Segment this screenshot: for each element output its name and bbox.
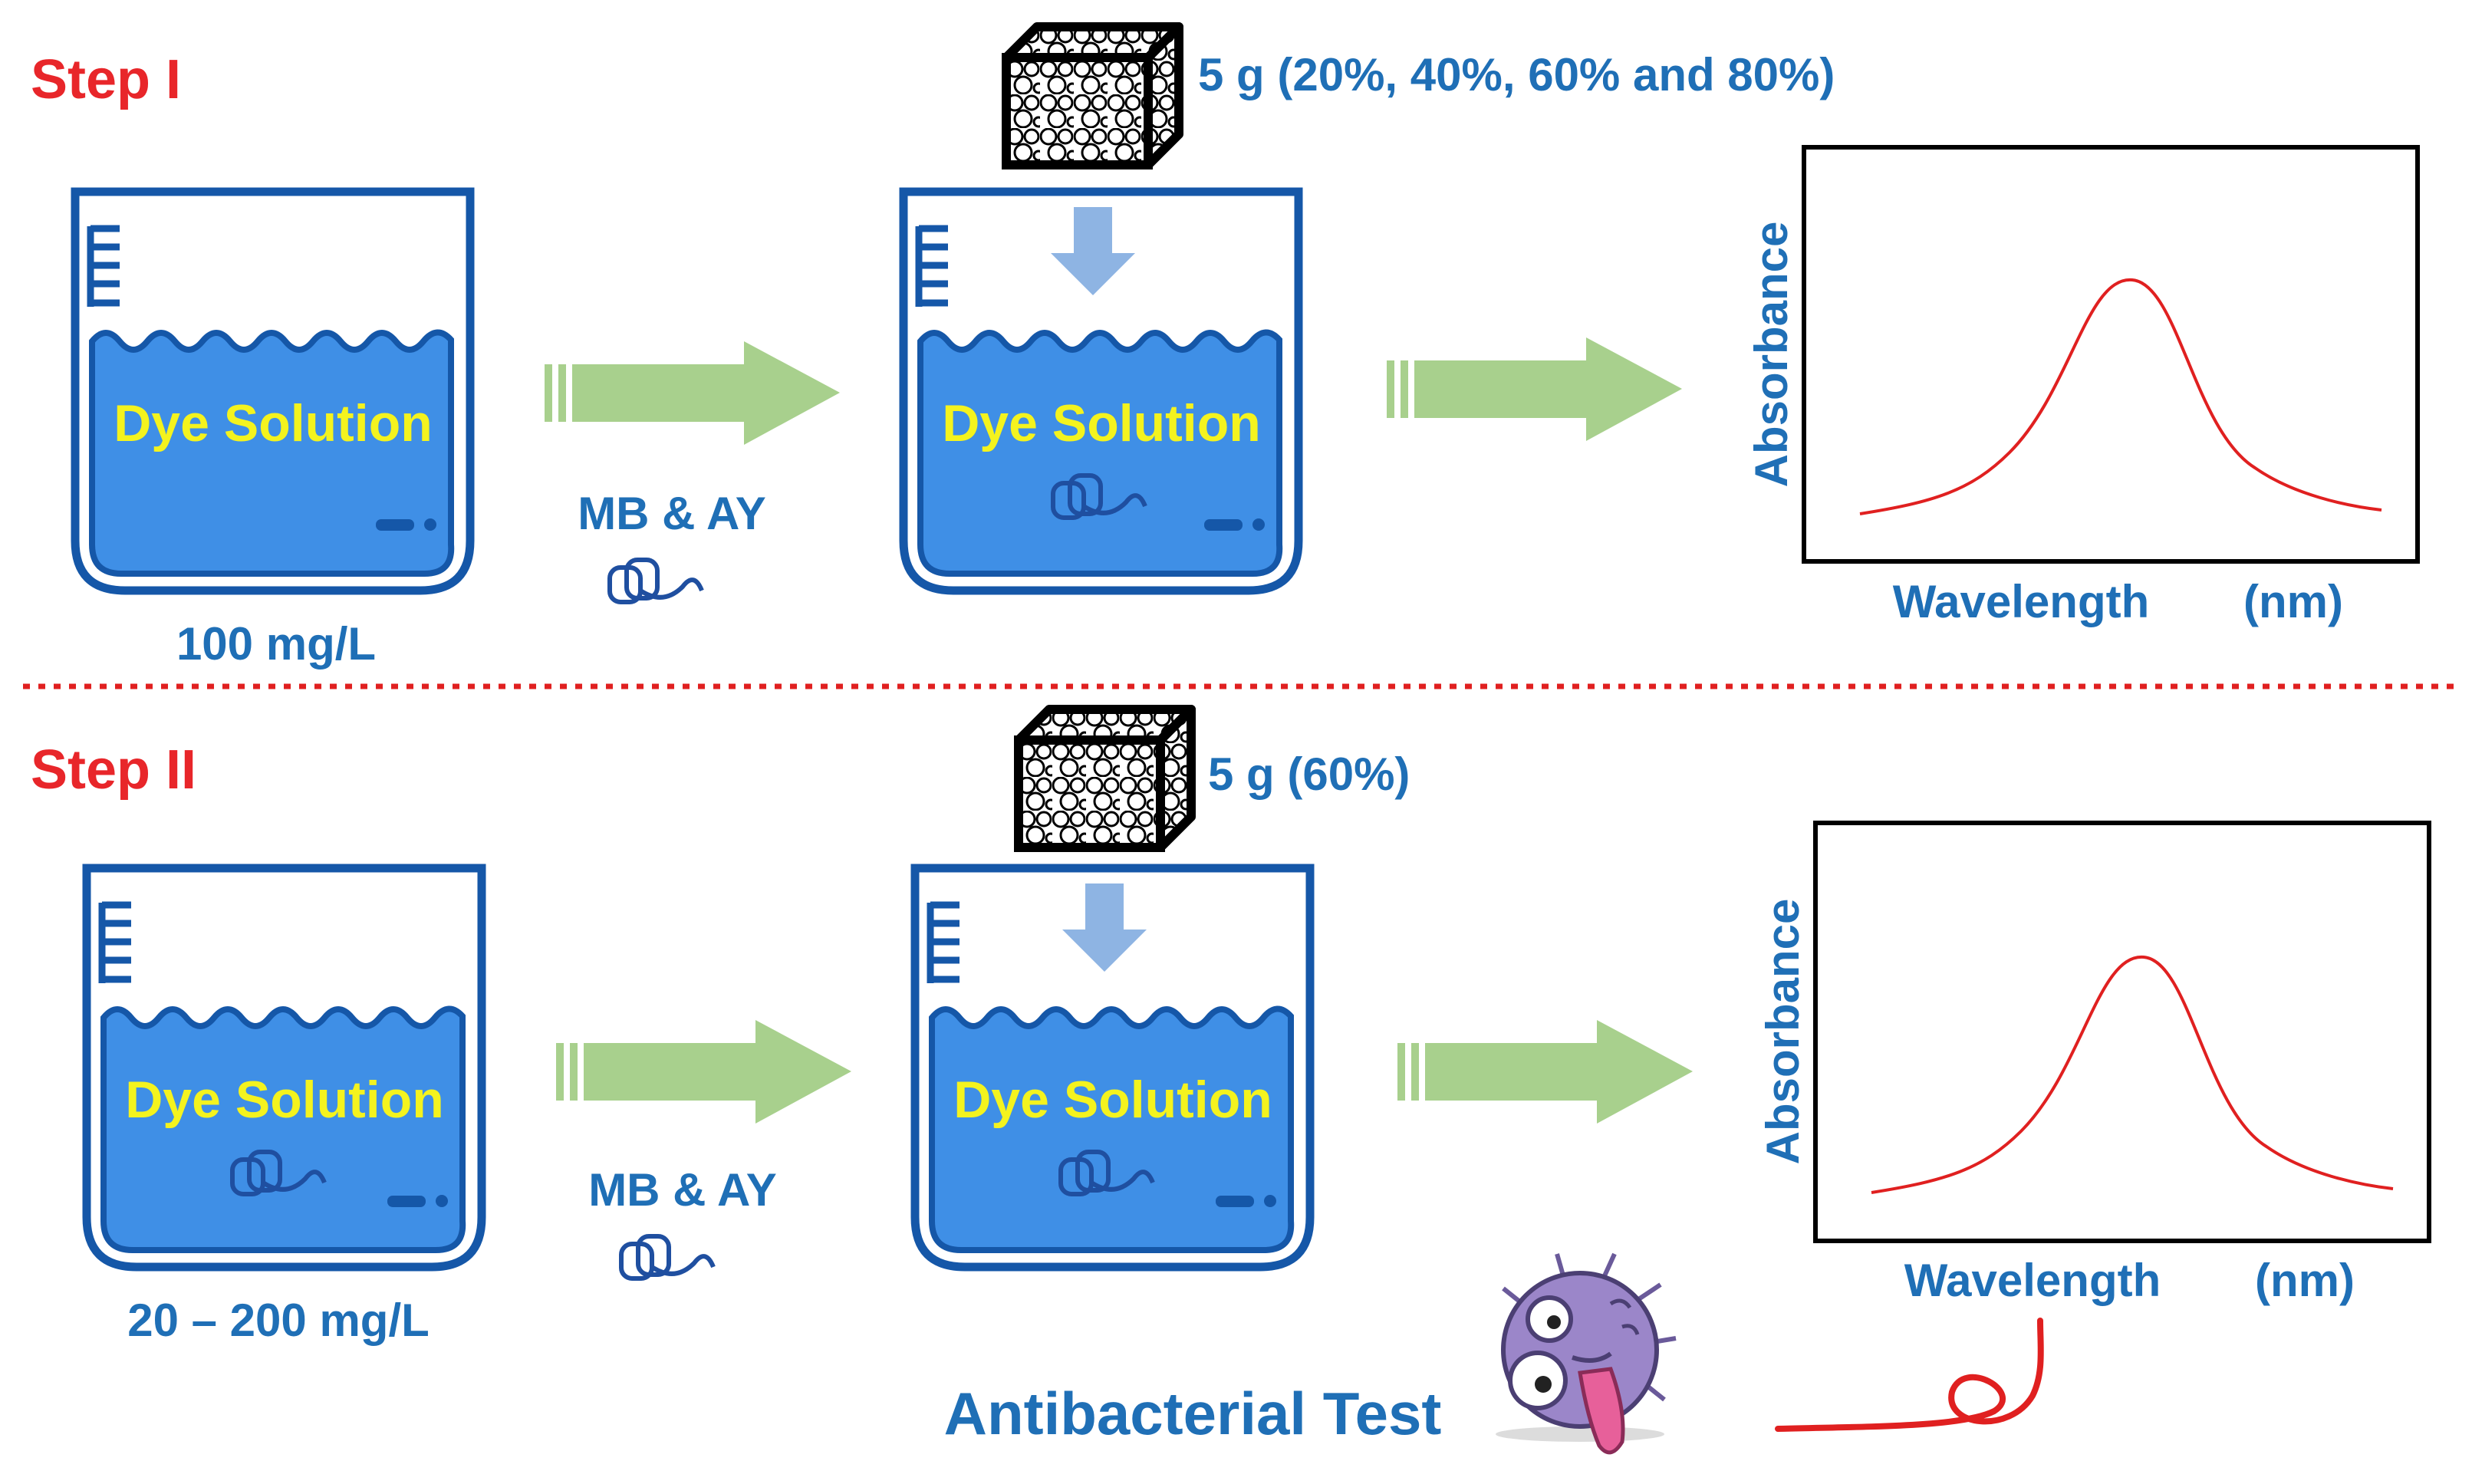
down-arrow-icon	[1062, 883, 1147, 972]
graduation-marks	[87, 225, 120, 307]
right-arrow-icon	[1397, 1020, 1693, 1124]
sponge-dose: 5 g (60%)	[1208, 749, 1410, 800]
absorbance-curve	[1859, 278, 2382, 515]
chart-xlabel: Wavelength	[1904, 1255, 2161, 1306]
dye-types: MB & AY	[588, 1164, 777, 1216]
graduation-marks	[915, 225, 948, 307]
absorbance-chart-1: Absorbance Wavelength (nm)	[1746, 145, 2420, 627]
liquid	[100, 1005, 466, 1253]
beaker-label: Dye Solution	[114, 394, 433, 452]
dye-molecule-icon	[607, 558, 704, 604]
step-2: Step II Dye Solution 20 – 200 mg/L	[31, 705, 2431, 1455]
antibacterial-test-label: Antibacterial Test	[944, 1380, 1442, 1447]
chart-frame	[1813, 821, 2431, 1243]
dye-molecule-icon	[1058, 1150, 1155, 1196]
absorbance-chart-2: Absorbance Wavelength (nm)	[1757, 821, 2431, 1306]
bacteria-mascot-icon	[1496, 1252, 1677, 1455]
chart-ylabel: Absorbance	[1746, 222, 1797, 488]
liquid	[917, 329, 1283, 577]
right-arrow-icon	[556, 1020, 851, 1124]
sponge-cube-icon	[1002, 22, 1183, 169]
right-arrow-icon	[545, 341, 840, 445]
chart-xunit: (nm)	[2255, 1255, 2355, 1306]
beaker-initial: Dye Solution	[82, 864, 486, 1272]
dye-molecule-icon	[230, 1150, 327, 1196]
dye-types: MB & AY	[578, 488, 766, 539]
connector-curve	[1775, 1318, 2044, 1432]
beaker-label: Dye Solution	[125, 1071, 444, 1129]
beaker-with-sponge: Dye Solution	[910, 864, 1315, 1272]
step-1-label: Step I	[31, 49, 181, 110]
beaker-label: Dye Solution	[953, 1071, 1272, 1129]
liquid	[89, 329, 455, 577]
chart-ylabel: Absorbance	[1757, 899, 1809, 1165]
liquid	[929, 1005, 1295, 1253]
absorbance-curve	[1871, 955, 2394, 1194]
down-arrow-icon	[1051, 207, 1135, 295]
beaker-initial: Dye Solution	[71, 187, 475, 595]
chart-frame	[1802, 145, 2420, 564]
dye-molecule-icon	[619, 1234, 716, 1281]
right-arrow-icon	[1387, 337, 1682, 441]
graduation-marks	[927, 901, 960, 983]
chart-xlabel: Wavelength	[1893, 576, 2149, 627]
sponge-dose: 5 g (20%, 40%, 60% and 80%)	[1198, 49, 1835, 100]
initial-concentration: 100 mg/L	[176, 618, 376, 670]
chart-xunit: (nm)	[2243, 576, 2343, 627]
step-2-label: Step II	[31, 739, 196, 801]
step-1: Step I Dye Solution 100 mg/L MB & AY	[31, 22, 2420, 670]
beaker-label: Dye Solution	[942, 394, 1261, 452]
graduation-marks	[98, 901, 131, 983]
sponge-cube-icon	[1014, 705, 1196, 852]
concentration-range: 20 – 200 mg/L	[127, 1295, 430, 1346]
beaker-with-sponge: Dye Solution	[899, 187, 1303, 595]
dye-molecule-icon	[1051, 473, 1147, 520]
